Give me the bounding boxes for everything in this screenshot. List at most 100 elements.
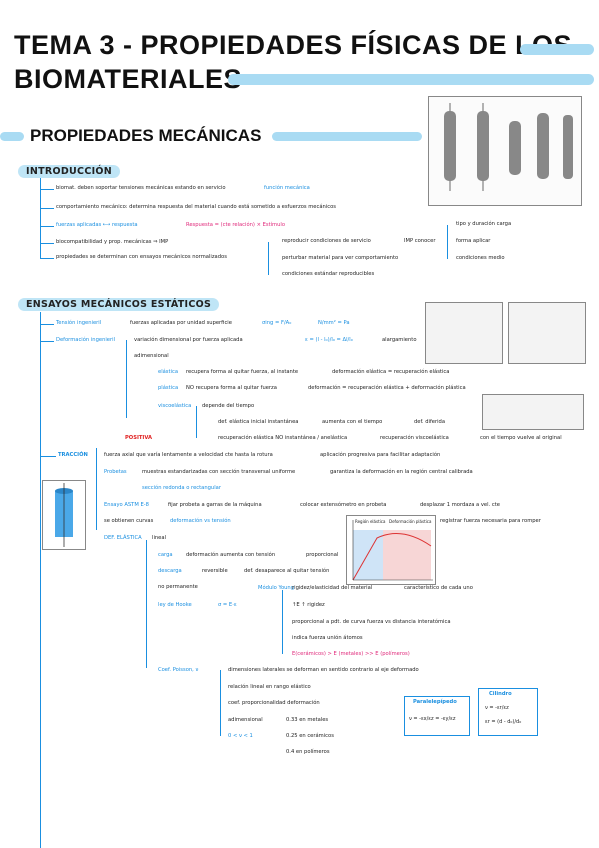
- mod-2: ↑E ↑ rigidez: [292, 602, 325, 608]
- deform-adim: adimensional: [134, 353, 169, 359]
- ens-branch-2: [40, 341, 54, 342]
- ensayo-c: desplazar 1 mordaza a vel. cte: [420, 502, 500, 508]
- intro-4: biocompatibilidad y prop. mecánicas ⇒ IM…: [56, 239, 169, 245]
- p-3: coef. proporcionalidad deformación: [228, 700, 320, 706]
- traccion-trunk: [96, 448, 97, 530]
- traccion-tail: aplicación progresiva para facilitar ada…: [320, 452, 441, 458]
- probetas-text: muestras estandarizadas con sección tran…: [142, 469, 296, 475]
- p-4a: 0.33 en metales: [286, 717, 329, 723]
- curvas-c: registrar fuerza necesaria para romper: [440, 518, 541, 524]
- mod-3: proporcional a pdt. de curva fuerza vs d…: [292, 619, 451, 625]
- title-bar-2: [228, 74, 594, 85]
- visco-2b: aumenta con el tiempo: [322, 419, 383, 425]
- intro-branch-4: [40, 243, 54, 244]
- seccion-text: sección redonda o rectangular: [142, 485, 221, 491]
- specimen-figure-2: [425, 302, 503, 364]
- p-1: dimensiones laterales se deforman en sen…: [228, 667, 419, 673]
- plastica-text: NO recupera forma al quitar fuerza: [186, 385, 277, 391]
- elastica-tail: deformación elástica = recuperación elás…: [332, 369, 450, 375]
- visco-2: def. elástica inicial instantánea: [218, 419, 299, 425]
- visco-1: depende del tiempo: [202, 403, 255, 409]
- box1-title: Paralelepípedo: [413, 699, 457, 705]
- deform-trunk: [126, 340, 127, 418]
- box-paralelepipedo: Paralelepípedo ν = -εx/εz = -εy/εz: [404, 696, 470, 736]
- p-4c: 0.4 en polímeros: [286, 749, 330, 755]
- intro-r1: reproducir condiciones de servicio: [282, 238, 371, 244]
- p-4: adimensional: [228, 717, 263, 723]
- deform-label: Deformación ingenieril: [56, 337, 116, 343]
- tension-label: Tensión ingenieril: [56, 320, 102, 326]
- positiva-label: POSITIVA: [125, 435, 153, 441]
- intro-r3: condiciones estándar reproducibles: [282, 271, 375, 277]
- hooke-label: ley de Hooke: [158, 602, 192, 608]
- viscoelastic-figure: [482, 394, 584, 430]
- stress-strain-figure: Región elástica Deformación plástica: [346, 515, 436, 585]
- mod-5: E(cerámicos) > E (metales) >> E (polímer…: [292, 651, 410, 657]
- intro-branch-5: [40, 258, 54, 259]
- deform-text: variación dimensional por fuerza aplicad…: [134, 337, 243, 343]
- curvas-b: deformación vs tensión: [170, 518, 231, 524]
- ensayo-label: Ensayo ASTM E-8: [104, 502, 149, 508]
- chart-label-elastic: Región elástica: [355, 519, 386, 524]
- ensayo-b: colocar extensómetro en probeta: [300, 502, 387, 508]
- section-mecanicas: PROPIEDADES MECÁNICAS: [30, 126, 262, 145]
- poisson-trunk: [220, 670, 221, 736]
- ensayos-trunk: [40, 312, 41, 848]
- descarga-tail: def. desaparece al quitar tensión: [244, 568, 330, 574]
- deform-formula: ε = (l - l₀)/l₀ = Δl/l₀: [305, 337, 353, 343]
- elastica-label: elástica: [158, 369, 179, 375]
- plastica-label: plástica: [158, 385, 179, 391]
- traccion-text: fuerza axial que varía lentamente a velo…: [104, 452, 273, 458]
- box2-formula-2: εr = (d - d₀)/d₀: [485, 719, 522, 725]
- chart-label-plastic: Deformación plástica: [389, 519, 432, 524]
- intro-1: biomat. deben soportar tensiones mecánic…: [56, 185, 226, 191]
- traccion-branch: [40, 456, 56, 457]
- visco-3b: recuperación viscoelástica: [380, 435, 449, 441]
- tension-text: fuerzas aplicadas por unidad superficie: [130, 320, 232, 326]
- descarga-text: reversible: [202, 568, 228, 574]
- intro-r1b: IMP conocer: [404, 238, 436, 244]
- traccion-label: TRACCIÓN: [58, 452, 88, 458]
- mod-4: indica fuerza unión átomos: [292, 635, 363, 641]
- intro-branch-3: [40, 226, 54, 227]
- intro-5: propiedades se determinan con ensayos me…: [56, 254, 227, 260]
- carga-tail: proporcional: [306, 552, 339, 558]
- intro-sub-trunk: [268, 242, 269, 275]
- intro-r2: perturbar material para ver comportamien…: [282, 255, 399, 261]
- carga-label: carga: [158, 552, 173, 558]
- intro-3b: Respuesta = (cte relación) × Estímulo: [186, 222, 286, 228]
- hooke-formula: σ = E·ε: [218, 602, 237, 608]
- tension-formula: σing = F/A₀: [262, 320, 292, 326]
- specimen-figure: [428, 96, 582, 206]
- box1-formula: ν = -εx/εz = -εy/εz: [409, 716, 456, 722]
- ensayo-text: fijar probeta a garras de la máquina: [168, 502, 262, 508]
- tension-units: N/mm² = Pa: [318, 320, 350, 326]
- elastica-text: recupera forma al quitar fuerza, al inst…: [186, 369, 299, 375]
- intro-branch-1: [40, 189, 54, 190]
- modulo-trunk: [282, 590, 283, 654]
- curvas-text: se obtienen curvas: [104, 518, 154, 524]
- visco-trunk: [196, 406, 197, 438]
- box2-formula-1: ν = -εr/εz: [485, 705, 509, 711]
- def-elastica-trunk: [146, 540, 147, 668]
- mod-1: rigidez/elasticidad del material: [292, 585, 373, 591]
- probetas-tail: garantiza la deformación en la región ce…: [330, 469, 473, 475]
- plastica-tail: deformación = recuperación elástica + de…: [308, 385, 466, 391]
- box-cilindro: Cilindro ν = -εr/εz εr = (d - d₀)/d₀: [478, 688, 538, 736]
- intro-3a: fuerzas aplicadas ⟷ respuesta: [56, 222, 138, 228]
- specimen-figure-3: [508, 302, 586, 364]
- section-bar-left: [0, 132, 24, 141]
- cylinder-figure: [42, 480, 86, 550]
- intro-1-blue: función mecánica: [264, 185, 310, 191]
- intro-k2: forma aplicar: [456, 238, 491, 244]
- section-introduccion: INTRODUCCIÓN: [18, 165, 121, 178]
- ens-branch-1: [40, 324, 54, 325]
- visco-3: recuperación elástica NO instantánea / a…: [218, 435, 348, 441]
- title-bar-1: [520, 44, 594, 55]
- intro-k-trunk: [447, 225, 448, 259]
- def-elastica-label: DEF. ELÁSTICA: [104, 535, 142, 541]
- box2-title: Cilindro: [489, 691, 512, 697]
- p-4b: 0.25 en cerámicos: [286, 733, 334, 739]
- page-title-line2: BIOMATERIALES: [14, 64, 242, 94]
- visco-label: viscoelástica: [158, 403, 192, 409]
